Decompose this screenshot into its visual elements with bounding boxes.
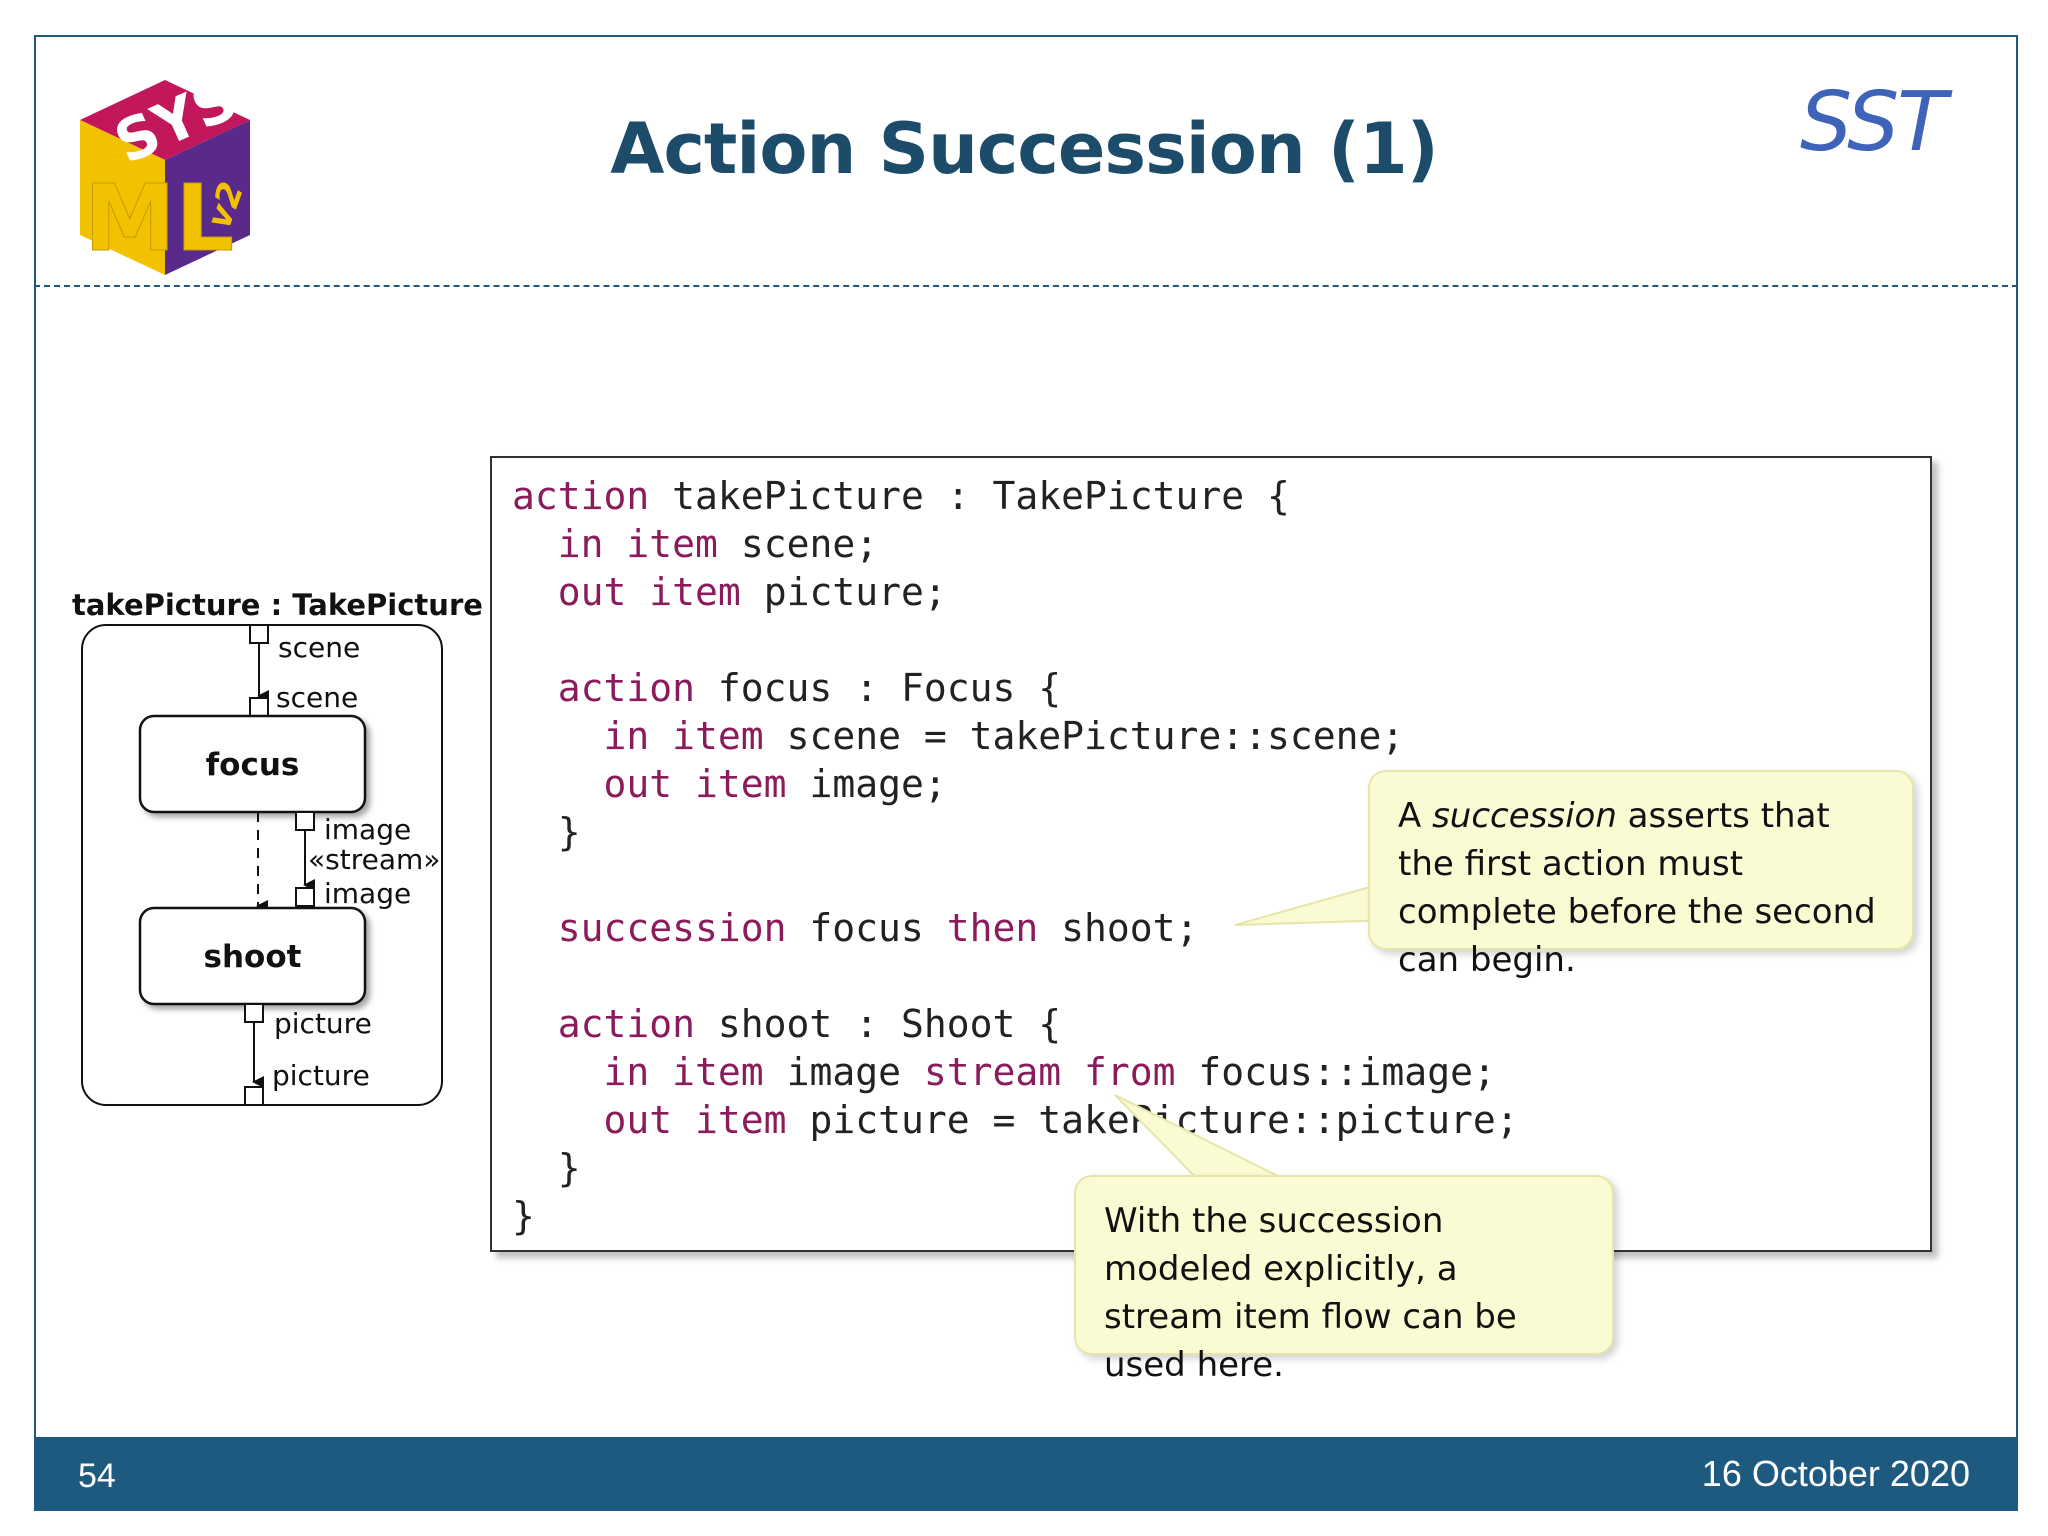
code-text: focus::image; — [1175, 1050, 1496, 1094]
scene-outer-pin — [249, 624, 269, 644]
code-text — [512, 666, 558, 710]
code-keyword: succession — [557, 906, 787, 950]
code-keyword: from — [1084, 1050, 1176, 1094]
code-keyword: in — [603, 714, 650, 758]
code-text: scene = takePicture::scene; — [763, 714, 1405, 758]
code-text — [512, 714, 604, 758]
code-text: scene; — [717, 522, 879, 566]
code-text: picture = takePicture::picture; — [809, 1098, 1519, 1142]
stream-callout: With the succession modeled explicitly, … — [1074, 1175, 1614, 1385]
code-text — [626, 570, 649, 614]
code-text — [672, 762, 695, 806]
code-text: shoot; — [1038, 906, 1199, 950]
picture-outer-pin — [244, 1086, 264, 1106]
code-keyword: then — [946, 906, 1039, 950]
code-keyword: action — [557, 1002, 696, 1046]
scene-inner-label: scene — [276, 681, 359, 714]
code-text: focus — [786, 906, 947, 950]
code-keyword: in — [603, 1050, 650, 1094]
diagram-title: takePicture : TakePicture — [72, 588, 483, 622]
code-line: succession focus then shoot; — [512, 906, 1199, 950]
code-keyword: item — [672, 1050, 764, 1094]
code-text: image — [763, 1050, 924, 1094]
code-keyword: action — [557, 666, 696, 710]
code-line: action focus : Focus { — [512, 666, 1061, 710]
code-text: takePicture : TakePicture { — [649, 474, 1290, 518]
shoot-node-label: shoot — [203, 939, 302, 975]
footer-bar: 54 16 October 2020 — [34, 1437, 2018, 1511]
code-keyword: out — [603, 762, 673, 806]
code-text: } — [512, 1194, 535, 1238]
image-out-pin — [295, 811, 315, 831]
code-keyword: out — [557, 570, 627, 614]
code-line: } — [512, 1146, 581, 1190]
code-text — [512, 1050, 604, 1094]
diagram-graphics — [81, 624, 443, 1106]
succession-callout: A succession asserts that the first acti… — [1368, 770, 1914, 980]
succession-callout-prefix: A — [1398, 796, 1433, 836]
code-keyword: item — [626, 522, 718, 566]
code-text — [512, 762, 604, 806]
image-out-label: image — [324, 813, 412, 846]
sysml-v2-logo: SYS ML v2 — [80, 64, 252, 275]
code-text — [512, 570, 558, 614]
code-line: out item image; — [512, 762, 947, 806]
code-keyword: item — [695, 762, 787, 806]
code-text — [512, 1098, 604, 1142]
code-text — [1061, 1050, 1084, 1094]
code-text — [649, 714, 672, 758]
logo-ml-text: ML — [84, 165, 234, 272]
code-line: } — [512, 810, 581, 854]
image-in-label: image — [324, 877, 412, 910]
picture-outer-label: picture — [272, 1059, 370, 1092]
slide-date: 16 October 2020 — [1701, 1453, 1970, 1494]
code-keyword: action — [512, 474, 650, 518]
code-text: focus : Focus { — [695, 666, 1062, 710]
code-text — [512, 1002, 558, 1046]
code-text — [512, 906, 558, 950]
code-keyword: stream — [923, 1050, 1062, 1094]
focus-node — [138, 714, 367, 814]
code-keyword: in — [557, 522, 604, 566]
code-line: action shoot : Shoot { — [512, 1002, 1061, 1046]
scene-inner-pin — [249, 697, 269, 717]
image-in-pin — [295, 887, 315, 907]
code-text — [649, 1050, 672, 1094]
stream-callout-text: With the succession modeled explicitly, … — [1104, 1201, 1517, 1385]
code-text: shoot : Shoot { — [695, 1002, 1062, 1046]
code-line: action takePicture : TakePicture { — [512, 474, 1290, 518]
slide-title: Action Succession (1) — [610, 108, 1438, 190]
code-line: out item picture; — [512, 570, 947, 614]
code-line: in item scene; — [512, 522, 878, 566]
code-text: image; — [786, 762, 947, 806]
focus-node-label: focus — [205, 747, 300, 783]
code-text: } — [512, 1146, 581, 1190]
sst-brand-mark: SST — [1800, 75, 1947, 170]
code-text: } — [512, 810, 581, 854]
code-keyword: item — [695, 1098, 787, 1142]
code-line: out item picture = takePicture::picture; — [512, 1098, 1519, 1142]
code-text: picture; — [740, 570, 947, 614]
code-text — [604, 522, 627, 566]
succession-callout-emphasis: succession — [1432, 796, 1617, 836]
code-line: in item scene = takePicture::scene; — [512, 714, 1405, 758]
code-text — [672, 1098, 695, 1142]
code-keyword: item — [649, 570, 741, 614]
stream-stereotype-label: «stream» — [308, 843, 441, 876]
code-listing: action takePicture : TakePicture { in it… — [512, 472, 1519, 1240]
activity-diagram: takePicture : TakePicture scene scene fo… — [60, 580, 483, 1120]
code-line: in item image stream from focus::image; — [512, 1050, 1496, 1094]
page-number: 54 — [78, 1457, 116, 1495]
scene-outer-label: scene — [278, 631, 361, 664]
code-text — [512, 522, 558, 566]
picture-out-label: picture — [274, 1007, 372, 1040]
code-keyword: out — [603, 1098, 673, 1142]
header-divider — [34, 285, 2018, 287]
picture-out-pin — [244, 1003, 264, 1023]
succession-callout-text: asserts that the first action must compl… — [1398, 796, 1876, 980]
code-keyword: item — [672, 714, 764, 758]
code-line: } — [512, 1194, 535, 1238]
